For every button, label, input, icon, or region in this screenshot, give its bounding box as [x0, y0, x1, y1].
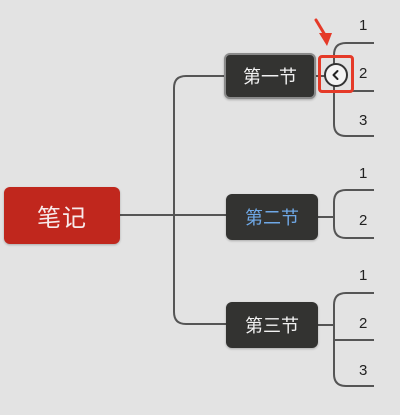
arrow-down-icon [314, 18, 332, 46]
leaf-node[interactable]: 3 [359, 362, 368, 379]
leaf-node[interactable]: 3 [359, 112, 368, 129]
section-node-1[interactable]: 第一节 [224, 53, 316, 99]
collapse-button[interactable] [324, 63, 348, 87]
leaf-node[interactable]: 2 [359, 65, 368, 82]
section-node-3[interactable]: 第三节 [226, 302, 318, 348]
leaf-node[interactable]: 2 [359, 212, 368, 229]
chevron-left-icon [332, 70, 339, 80]
root-node[interactable]: 笔记 [4, 187, 120, 244]
leaf-node[interactable]: 1 [359, 267, 368, 284]
section-node-2[interactable]: 第二节 [226, 194, 318, 240]
leaf-node[interactable]: 1 [359, 17, 368, 34]
leaf-node[interactable]: 1 [359, 165, 368, 182]
leaf-node[interactable]: 2 [359, 315, 368, 332]
collapse-button-highlight [318, 55, 354, 93]
